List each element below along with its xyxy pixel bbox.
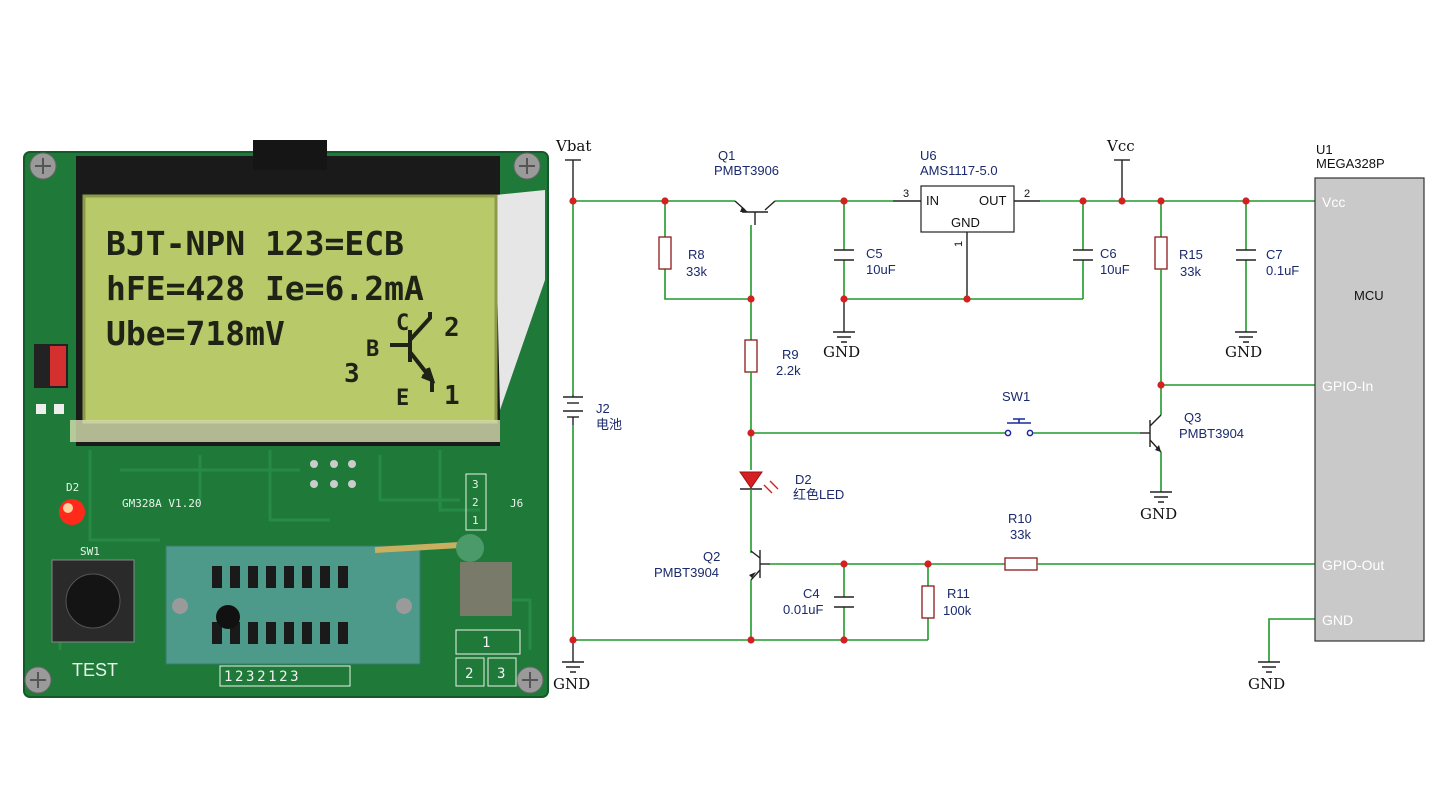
u6-pin-in: 3 — [903, 188, 909, 200]
battery-j2 — [563, 395, 583, 425]
u6-gnd: GND — [951, 215, 980, 230]
gnd-label-left: GND — [553, 675, 590, 693]
u6-in: IN — [926, 193, 939, 208]
resistor-r8 — [658, 236, 672, 270]
c4-value: 0.01uF — [783, 602, 824, 617]
u1-pin-gnd: GND — [1322, 612, 1353, 628]
q3-ref: Q3 — [1184, 410, 1201, 425]
transistor-to92-icon — [216, 605, 240, 629]
r11-value: 100k — [943, 603, 972, 618]
c5-ref: C5 — [866, 246, 883, 261]
r9-ref: R9 — [782, 347, 799, 362]
zif-lever-icon[interactable] — [456, 534, 484, 562]
j6-pin-2: 2 — [472, 496, 479, 509]
u1-mcu: MCU — [1354, 288, 1384, 303]
gnd-label-q3: GND — [1140, 505, 1177, 523]
u1-pin-gpio-out: GPIO-Out — [1322, 557, 1384, 573]
vcc-label: Vcc — [1106, 137, 1135, 155]
red-led-d2 — [739, 471, 779, 494]
q1-ref: Q1 — [718, 148, 735, 163]
junction-dots — [569, 197, 1250, 644]
lcd-sym-e: E — [396, 386, 409, 411]
sw1-ref: SW1 — [1002, 389, 1030, 404]
zif-pin-labels: 1232123 — [224, 669, 301, 685]
lcd-sym-c: C — [396, 311, 409, 336]
resistor-r15 — [1154, 236, 1168, 270]
resistor-r10 — [1004, 557, 1038, 571]
resistor-r11 — [921, 585, 935, 619]
q3-part: PMBT3904 — [1179, 426, 1244, 441]
lcd-sym-b: B — [366, 337, 379, 362]
npn-transistor-q3 — [1140, 414, 1162, 453]
u6-pin-gnd: 1 — [953, 241, 965, 247]
r8-ref: R8 — [688, 247, 705, 262]
pad-label-2: 2 — [465, 666, 473, 682]
c6-ref: C6 — [1100, 246, 1117, 261]
r11-ref: R11 — [947, 586, 970, 601]
lcd-sym-2: 2 — [444, 313, 460, 343]
led-label: D2 — [66, 481, 79, 494]
pad-label-1: 1 — [482, 635, 490, 651]
mcu-u1 — [1314, 177, 1425, 642]
ground-icon — [562, 661, 584, 673]
q2-ref: Q2 — [703, 549, 720, 564]
switch-label: SW1 — [80, 545, 100, 558]
pad-label-3: 3 — [497, 666, 505, 682]
r15-ref: R15 — [1179, 247, 1203, 262]
resistor-r9 — [744, 339, 758, 373]
c7-value: 0.1uF — [1266, 263, 1299, 278]
screw-icon — [24, 152, 544, 694]
lcd-screen — [84, 196, 496, 422]
pnp-transistor-q1 — [734, 200, 776, 225]
u1-pin-vcc: Vcc — [1322, 194, 1345, 210]
j6-pin-3: 3 — [472, 478, 479, 491]
r15-value: 33k — [1180, 264, 1201, 279]
board-label: GM328A V1.20 — [122, 497, 201, 510]
r9-value: 2.2k — [776, 363, 801, 378]
d2-ref: D2 — [795, 472, 812, 487]
c5-value: 10uF — [866, 262, 896, 277]
lcd-line-1: BJT-NPN 123=ECB — [106, 224, 404, 263]
q2-part: PMBT3904 — [654, 565, 719, 580]
zif-socket[interactable] — [165, 545, 421, 665]
q1-part: PMBT3906 — [714, 163, 779, 178]
u1-ref: U1 — [1316, 142, 1333, 157]
u1-part: MEGA328P — [1316, 156, 1385, 171]
npn-transistor-q2 — [749, 550, 770, 581]
push-switch-sw1 — [1004, 418, 1034, 437]
tester-board-photo: BJT-NPN 123=ECB hFE=428 Ie=6.2mA Ube=718… — [23, 140, 549, 698]
j6-label: J6 — [510, 497, 523, 510]
gnd-label-c7: GND — [1225, 343, 1262, 361]
npn-transistor-icon — [390, 312, 436, 392]
gnd-label-c5: GND — [823, 343, 860, 361]
lcd-sym-1: 1 — [444, 381, 460, 411]
u6-part: AMS1117-5.0 — [920, 163, 998, 178]
u6-ref: U6 — [920, 148, 937, 163]
u1-pin-gpio-in: GPIO-In — [1322, 378, 1373, 394]
j2-ref: J2 — [596, 401, 610, 416]
vbat-label: Vbat — [555, 137, 591, 155]
j6-pin-1: 1 — [472, 514, 479, 527]
u6-out: OUT — [979, 193, 1007, 208]
lcd-line-3: Ube=718mV — [106, 314, 285, 353]
r10-value: 33k — [1010, 527, 1031, 542]
d2-value: 红色LED — [793, 487, 844, 502]
r8-value: 33k — [686, 264, 707, 279]
r10-ref: R10 — [1008, 511, 1032, 526]
lcd-line-2: hFE=428 Ie=6.2mA — [106, 269, 424, 308]
c4-ref: C4 — [803, 586, 820, 601]
c6-value: 10uF — [1100, 262, 1130, 277]
j2-value: 电池 — [596, 417, 622, 432]
gnd-label-mcu: GND — [1248, 675, 1285, 693]
c7-ref: C7 — [1266, 247, 1283, 262]
u6-pin-out: 2 — [1024, 188, 1030, 200]
test-label: TEST — [72, 660, 118, 680]
lcd-sym-3: 3 — [344, 359, 360, 389]
